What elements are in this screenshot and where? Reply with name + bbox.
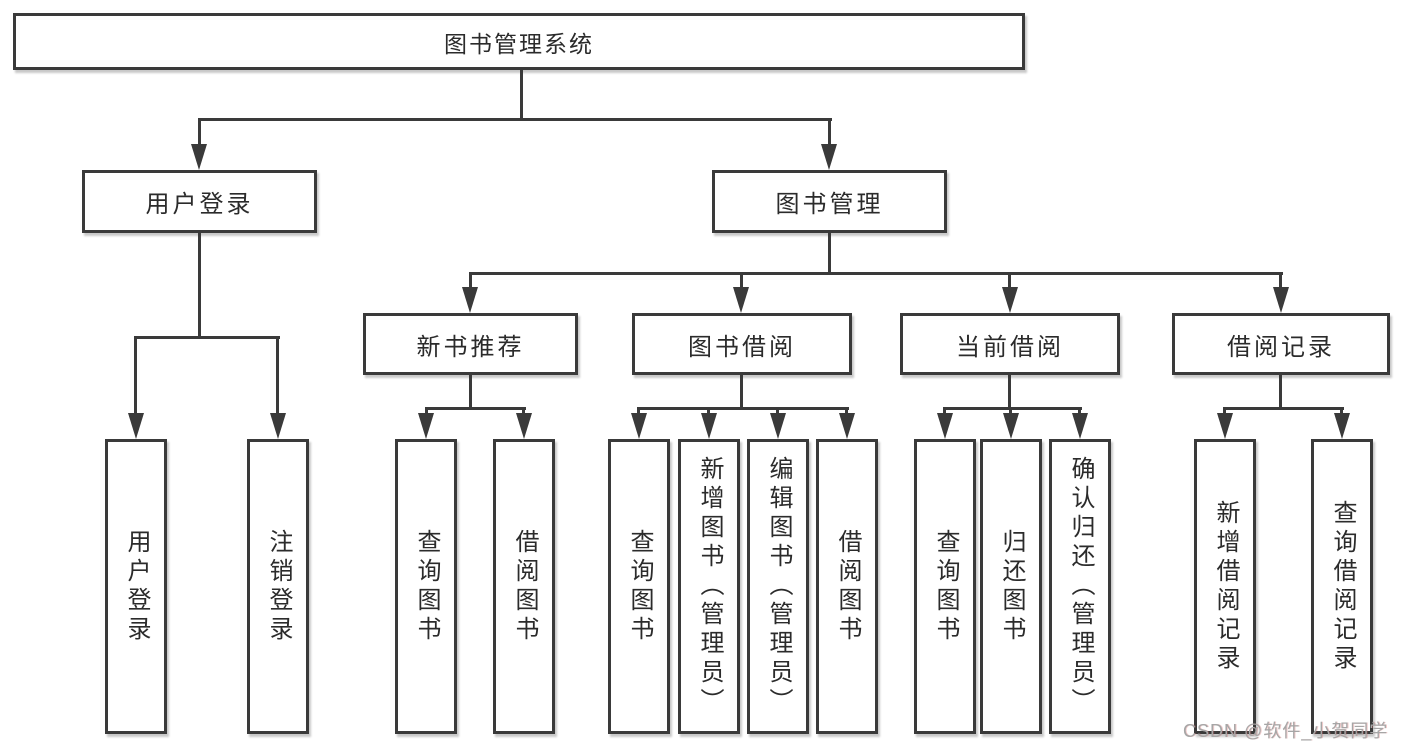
leaf-confirm-return-admin-label: 确认归还（管理员） [1067,456,1094,717]
leaf-query-borrow-record-label: 查询借阅记录 [1329,499,1356,674]
leaf-logout-label: 注销登录 [265,528,292,645]
leaf-add-borrow-record: 新增借阅记录 [1194,439,1256,734]
node-borrowing-records: 借阅记录 [1172,313,1390,375]
arrowhead-down-icon [1002,287,1018,313]
leaf-query-books-current-label: 查询图书 [932,528,959,645]
csdn-watermark: CSDN @软件_小贺同学 [1183,721,1389,741]
leaf-return-book-label: 归还图书 [998,528,1025,645]
node-user-login: 用户登录 [82,170,317,233]
connector-line [1279,375,1282,409]
node-root-label: 图书管理系统 [444,30,594,57]
connector-line [425,407,526,410]
arrowhead-down-icon [701,413,717,439]
arrowhead-down-icon [821,144,837,170]
arrowhead-down-icon [733,287,749,313]
connector-line [707,407,710,417]
connector-line [740,272,743,289]
leaf-borrow-books-borrowing: 借阅图书 [816,439,878,734]
arrowhead-down-icon [516,413,532,439]
arrowhead-down-icon [1273,287,1289,313]
connector-line [134,336,137,415]
connector-line [637,407,849,410]
connector-line [828,118,831,146]
arrowhead-down-icon [937,413,953,439]
leaf-logout: 注销登录 [247,439,309,734]
node-current-borrowing-label: 当前借阅 [956,333,1064,361]
connector-line [198,118,832,121]
leaf-add-borrow-record-label: 新增借阅记录 [1212,499,1239,674]
connector-line [469,375,472,409]
arrowhead-down-icon [462,287,478,313]
connector-line [1008,375,1011,409]
connector-line [134,336,280,339]
node-new-book-recommend-label: 新书推荐 [416,333,525,361]
leaf-add-book-admin-label: 新增图书（管理员） [696,456,723,717]
connector-line [845,407,848,417]
leaf-return-book: 归还图书 [980,439,1042,734]
node-book-management: 图书管理 [712,170,947,233]
leaf-borrow-books-borrowing-label: 借阅图书 [834,528,861,645]
connector-line [1279,272,1282,289]
connector-line [740,375,743,409]
connector-line [276,336,279,415]
connector-line [198,118,201,146]
leaf-query-books-recommend-label: 查询图书 [413,528,440,645]
connector-line [1340,407,1343,417]
leaf-borrow-books-recommend-label: 借阅图书 [511,528,538,645]
connector-line [776,407,779,417]
node-current-borrowing: 当前借阅 [900,313,1120,375]
leaf-query-books-current: 查询图书 [914,439,976,734]
node-book-borrowing-label: 图书借阅 [688,333,796,361]
arrowhead-down-icon [191,144,207,170]
arrowhead-down-icon [1217,413,1233,439]
connector-line [943,407,1082,410]
connector-line [198,233,201,338]
leaf-query-books-borrowing-label: 查询图书 [626,528,653,645]
connector-line [520,70,523,121]
connector-line [1078,407,1081,417]
connector-line [1223,407,1226,417]
leaf-user-login-label: 用户登录 [123,528,150,645]
connector-line [522,407,525,417]
arrowhead-down-icon [128,413,144,439]
leaf-query-books-recommend: 查询图书 [395,439,457,734]
connector-line [1008,272,1011,289]
arrowhead-down-icon [270,413,286,439]
connector-line [469,272,472,289]
leaf-query-books-borrowing: 查询图书 [608,439,670,734]
leaf-query-borrow-record: 查询借阅记录 [1311,439,1373,734]
leaf-borrow-books-recommend: 借阅图书 [493,439,555,734]
node-book-management-label: 图书管理 [775,191,884,218]
arrowhead-down-icon [418,413,434,439]
arrowhead-down-icon [1003,413,1019,439]
node-book-borrowing: 图书借阅 [632,313,852,375]
node-borrowing-records-label: 借阅记录 [1227,333,1335,361]
connector-line [469,272,1283,275]
arrowhead-down-icon [1072,413,1088,439]
arrowhead-down-icon [631,413,647,439]
node-new-book-recommend: 新书推荐 [363,313,578,375]
leaf-edit-book-admin-label: 编辑图书（管理员） [765,456,792,717]
connector-line [1009,407,1012,417]
leaf-user-login: 用户登录 [105,439,167,734]
leaf-edit-book-admin: 编辑图书（管理员） [747,439,809,734]
connector-line [637,407,640,417]
connector-line [1223,407,1344,410]
node-user-login-label: 用户登录 [145,191,254,218]
node-root: 图书管理系统 [13,13,1025,70]
connector-line [425,407,428,417]
leaf-add-book-admin: 新增图书（管理员） [678,439,740,734]
arrowhead-down-icon [1334,413,1350,439]
connector-line [828,233,831,275]
arrowhead-down-icon [770,413,786,439]
leaf-confirm-return-admin: 确认归还（管理员） [1049,439,1111,734]
connector-line [943,407,946,417]
arrowhead-down-icon [839,413,855,439]
